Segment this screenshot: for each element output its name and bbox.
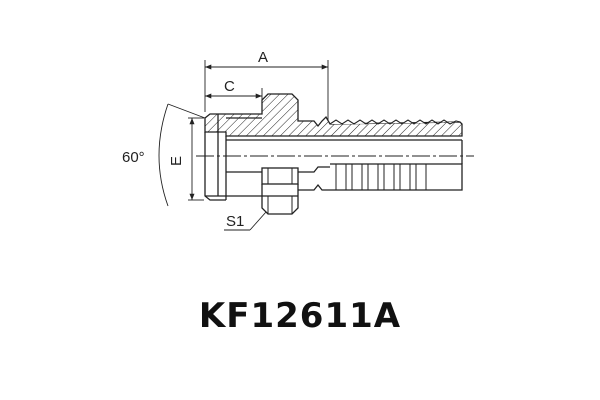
angle-dimension bbox=[158, 103, 206, 207]
dimension-e bbox=[188, 117, 204, 201]
angle-label: 60° bbox=[122, 149, 145, 166]
dimension-s1 bbox=[224, 211, 267, 231]
exterior-view-lower-half bbox=[204, 132, 463, 215]
dimension-a-label: A bbox=[258, 49, 268, 66]
dimension-a bbox=[204, 60, 329, 120]
dimension-s1-label: S1 bbox=[226, 213, 244, 230]
model-code: KF12611A bbox=[198, 296, 402, 336]
dimension-c bbox=[205, 88, 263, 100]
section-view-upper-half bbox=[204, 93, 463, 137]
dimension-e-label: E bbox=[168, 156, 185, 166]
dimension-c-label: C bbox=[224, 78, 235, 95]
